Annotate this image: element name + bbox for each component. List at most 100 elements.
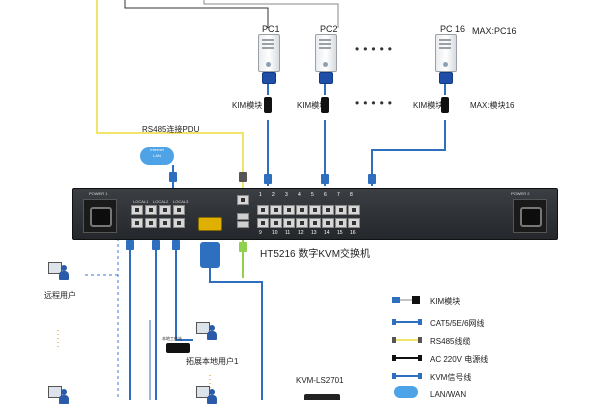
kim1-module-icon (264, 97, 272, 113)
server-port-10[interactable] (270, 218, 282, 228)
server-port-number-1: 1 (259, 192, 262, 198)
local-port-6[interactable] (159, 218, 171, 228)
extender-box-icon (166, 343, 190, 353)
server-port-13[interactable] (309, 218, 321, 228)
local1-port[interactable] (131, 205, 143, 215)
server-port-3[interactable] (283, 205, 295, 215)
rs485-cable-line (96, 0, 244, 188)
top-black-line (124, 0, 269, 28)
local-port-5[interactable] (145, 218, 157, 228)
usb-port-2[interactable] (237, 221, 249, 228)
lan-plug-icon (169, 172, 177, 182)
pc2-tower-icon[interactable] (315, 34, 337, 72)
power2-socket-icon[interactable] (513, 199, 547, 233)
legend-power-label: AC 220V 电源线 (430, 355, 489, 364)
server-port-number-4: 4 (298, 192, 301, 198)
local1-plug-icon (126, 240, 134, 250)
remote-user-icon-2 (48, 386, 70, 406)
kim2-module-icon (321, 97, 329, 113)
local2-port[interactable] (145, 205, 157, 215)
port1-plug-icon (264, 174, 272, 184)
server-port-7[interactable] (335, 205, 347, 215)
pc1-vga-connector-icon (262, 72, 276, 84)
server-port-9[interactable] (257, 218, 269, 228)
server-port-number-14: 14 (324, 230, 330, 236)
port16-plug-icon (368, 174, 376, 184)
server-port-number-15: 15 (337, 230, 343, 236)
cloud-text: Internet LAN (150, 147, 164, 158)
power1-socket-icon[interactable] (83, 199, 117, 233)
pc-ellipsis: ••••• (355, 42, 397, 56)
server-port-number-12: 12 (298, 230, 304, 236)
local2-plug-icon (152, 240, 160, 250)
lan-wan-icon (394, 386, 418, 398)
local2-port-label: LOCAL2 (153, 199, 169, 204)
server-port-number-9: 9 (259, 230, 262, 236)
top-gray-line (203, 0, 339, 28)
ext-local-user-icon (196, 322, 218, 342)
server-port-14[interactable] (322, 218, 334, 228)
pc2-vga-connector-icon (319, 72, 333, 84)
server-port-number-5: 5 (311, 192, 314, 198)
remote-user-label: 远程用户 (44, 291, 76, 300)
server-port-8[interactable] (348, 205, 360, 215)
server-port-number-11: 11 (285, 230, 291, 236)
usb-plug-icon (239, 242, 247, 252)
internet-lan-cloud-icon: Internet LAN (140, 147, 174, 165)
local3-port[interactable] (159, 205, 171, 215)
pc1-label: PC1 (262, 24, 280, 34)
server-port-1[interactable] (257, 205, 269, 215)
local3-port-label: LOCAL3 (173, 199, 189, 204)
server-port-12[interactable] (296, 218, 308, 228)
server-port-number-7: 7 (337, 192, 340, 198)
kim16-module-icon (441, 97, 449, 113)
pc2-label: PC2 (320, 24, 338, 34)
kvm-signal-cable-icon (392, 373, 422, 379)
server-port-2[interactable] (270, 205, 282, 215)
legend-rs485-label: RS485线缆 (430, 337, 471, 346)
rs485-cable-icon (392, 337, 422, 343)
kim16-cat5-cable (371, 120, 446, 186)
server-port-11[interactable] (283, 218, 295, 228)
server-port-number-13: 13 (311, 230, 317, 236)
power1-label: POWER 1 (89, 191, 108, 196)
usb-port-1[interactable] (237, 213, 249, 220)
legend-kim-label: KIM模块 (430, 297, 461, 306)
pc16-vga-connector-icon (439, 72, 453, 84)
server-port-number-3: 3 (285, 192, 288, 198)
local-port-7[interactable] (173, 218, 185, 228)
local1-port-label: LOCAL1 (133, 199, 149, 204)
server-port-4[interactable] (296, 205, 308, 215)
local3-cable (175, 238, 193, 341)
server-port-number-2: 2 (272, 192, 275, 198)
kvm-signal-plug-icon (200, 242, 220, 268)
kvm-signal-cable (209, 268, 263, 400)
kim-module-icon (392, 296, 420, 304)
server-port-number-10: 10 (272, 230, 278, 236)
server-port-number-16: 16 (350, 230, 356, 236)
power-cable-icon (392, 355, 422, 361)
local-port-4[interactable] (131, 218, 143, 228)
kim16-label: KIM模块 (413, 101, 444, 110)
server-port-16[interactable] (348, 218, 360, 228)
pc1-tower-icon[interactable] (258, 34, 280, 72)
device-model-label: HT5216 数字KVM交换机 (260, 249, 371, 260)
local3-plug-icon (172, 240, 180, 250)
rs485-port[interactable] (237, 195, 249, 205)
vga-local-port[interactable] (198, 217, 222, 231)
server-port-6[interactable] (322, 205, 334, 215)
ext-local-user-label: 拓展本地用户1 (186, 357, 239, 366)
legend-kvm-signal-label: KVM信号线 (430, 373, 472, 382)
ext-local-user-icon-2 (196, 386, 218, 406)
kim2-label: KIM模块 (297, 101, 328, 110)
server-port-15[interactable] (335, 218, 347, 228)
rs485-plug-icon (239, 172, 247, 182)
port2-plug-icon (321, 174, 329, 184)
lan-port[interactable] (173, 205, 185, 215)
pc16-tower-icon[interactable] (435, 34, 457, 72)
extender-label: 本地工作站 (162, 336, 182, 341)
server-port-5[interactable] (309, 205, 321, 215)
server-port-number-8: 8 (350, 192, 353, 198)
power2-label: POWER 2 (511, 191, 530, 196)
